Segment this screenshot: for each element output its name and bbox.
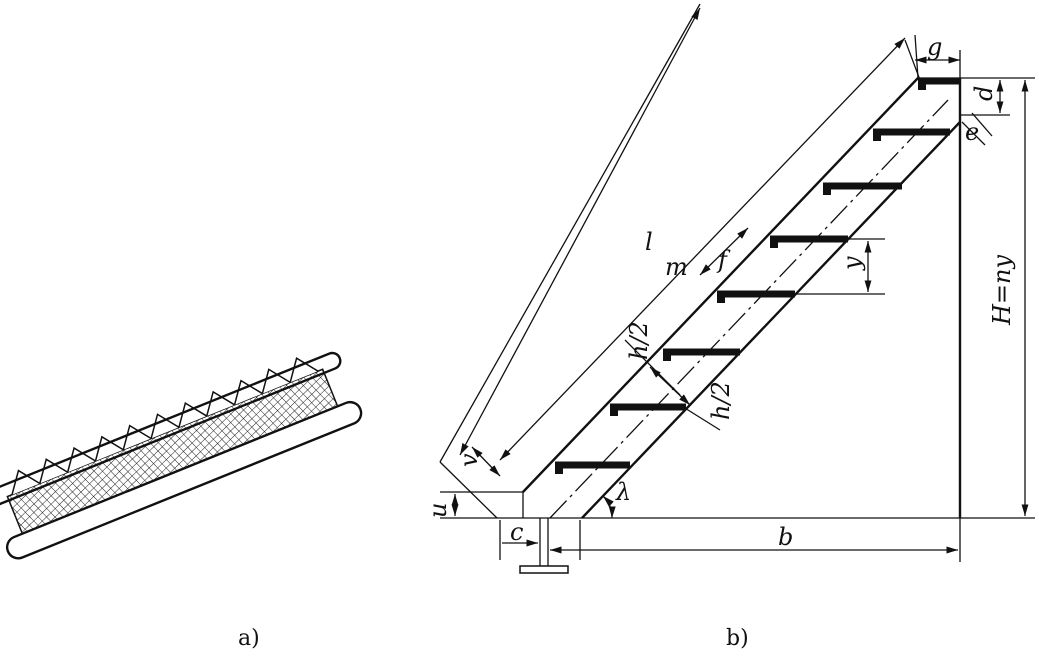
label-m: m bbox=[665, 253, 688, 281]
label-g: g bbox=[927, 33, 942, 61]
label-h-half-2: h/2 bbox=[707, 381, 735, 420]
label-y: y bbox=[838, 256, 866, 271]
angle-arc bbox=[602, 495, 616, 519]
stringer-lower bbox=[581, 121, 961, 519]
caption-b: b) bbox=[726, 626, 749, 651]
post-base-plate bbox=[519, 565, 569, 574]
label-h-half-1: h/2 bbox=[625, 321, 653, 360]
escalator-steps bbox=[11, 357, 319, 495]
label-lambda: λ bbox=[615, 478, 631, 506]
treads bbox=[555, 77, 960, 474]
escalator-illustration bbox=[0, 351, 363, 560]
caption-a: a) bbox=[238, 626, 260, 651]
label-l: l bbox=[645, 228, 653, 256]
label-H: H=ny bbox=[988, 255, 1016, 326]
stair-drawing bbox=[439, 3, 1035, 574]
dimension-labels: l m g d e f y h/2 h/2 H=ny v u c b λ bbox=[424, 33, 1016, 551]
label-b: b bbox=[778, 523, 793, 551]
label-f: f bbox=[716, 246, 731, 274]
label-v: v bbox=[455, 453, 483, 467]
stringer-upper bbox=[522, 77, 919, 493]
label-c: c bbox=[510, 518, 523, 546]
label-d: d bbox=[970, 86, 998, 101]
label-e: e bbox=[965, 118, 979, 146]
label-u: u bbox=[424, 503, 452, 518]
